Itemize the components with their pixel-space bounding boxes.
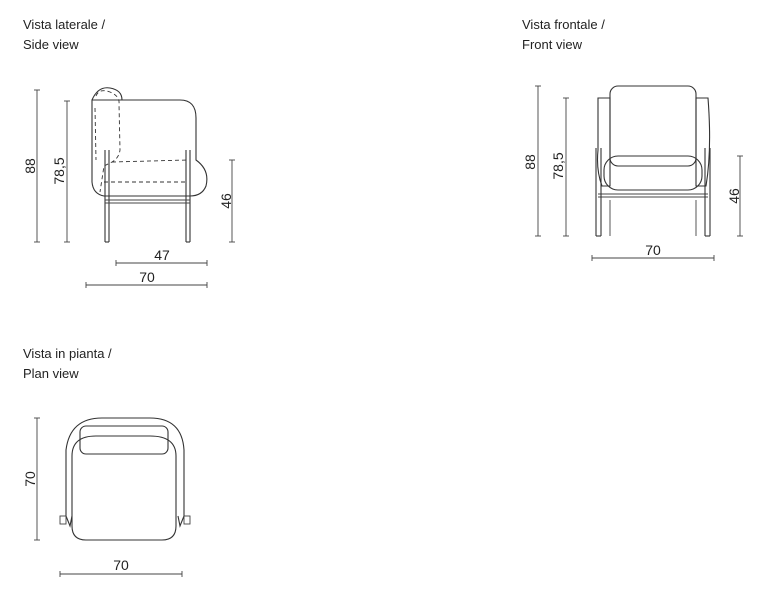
front-back-cushion	[609, 85, 697, 167]
front-view-caption-line2: Front view	[522, 37, 582, 52]
front-dim-width: 70	[645, 242, 661, 258]
front-view-drawing: 88 78,5 46 70	[522, 85, 743, 261]
front-view-caption-line1: Vista frontale /	[522, 17, 605, 32]
plan-dim-width: 70	[113, 557, 129, 573]
plan-leg-left	[59, 515, 67, 525]
front-shell-left	[596, 97, 611, 187]
side-view-caption-line1: Vista laterale /	[23, 17, 106, 32]
side-dim-total-height: 88	[22, 158, 38, 174]
side-dim-back-height: 78,5	[51, 157, 67, 184]
side-view-caption: Vista laterale / Side view	[23, 15, 105, 55]
side-head-cushion	[91, 87, 123, 101]
plan-view-caption: Vista in pianta / Plan view	[23, 344, 112, 384]
front-view-caption: Vista frontale / Front view	[522, 15, 605, 55]
plan-leg-right	[183, 515, 191, 525]
side-back-cushion-hidden	[95, 90, 121, 193]
side-view-drawing: 88 78,5 46 47 70	[22, 87, 235, 288]
front-dim-total-height: 88	[522, 154, 538, 170]
plan-back-cushion	[79, 425, 169, 455]
side-view-caption-line2: Side view	[23, 37, 79, 52]
front-dim-back-height: 78,5	[550, 152, 566, 179]
side-dim-seat-depth: 47	[154, 247, 170, 263]
plan-view-caption-line1: Vista in pianta /	[23, 346, 112, 361]
side-dim-depth: 70	[139, 269, 155, 285]
side-back-dash	[94, 107, 97, 161]
plan-dim-depth: 70	[22, 471, 38, 487]
plan-view-caption-line2: Plan view	[23, 366, 79, 381]
side-dim-seat-height: 46	[218, 193, 234, 209]
side-seat-cushion-hidden	[104, 159, 189, 183]
front-seat-cushion	[603, 155, 703, 191]
front-shell-right	[695, 97, 711, 187]
front-dim-seat-height: 46	[726, 188, 742, 204]
plan-seat	[71, 435, 177, 541]
plan-shell-outline	[65, 417, 185, 516]
plan-view-drawing: 70 70	[22, 417, 191, 577]
side-shell-outline	[91, 99, 208, 197]
